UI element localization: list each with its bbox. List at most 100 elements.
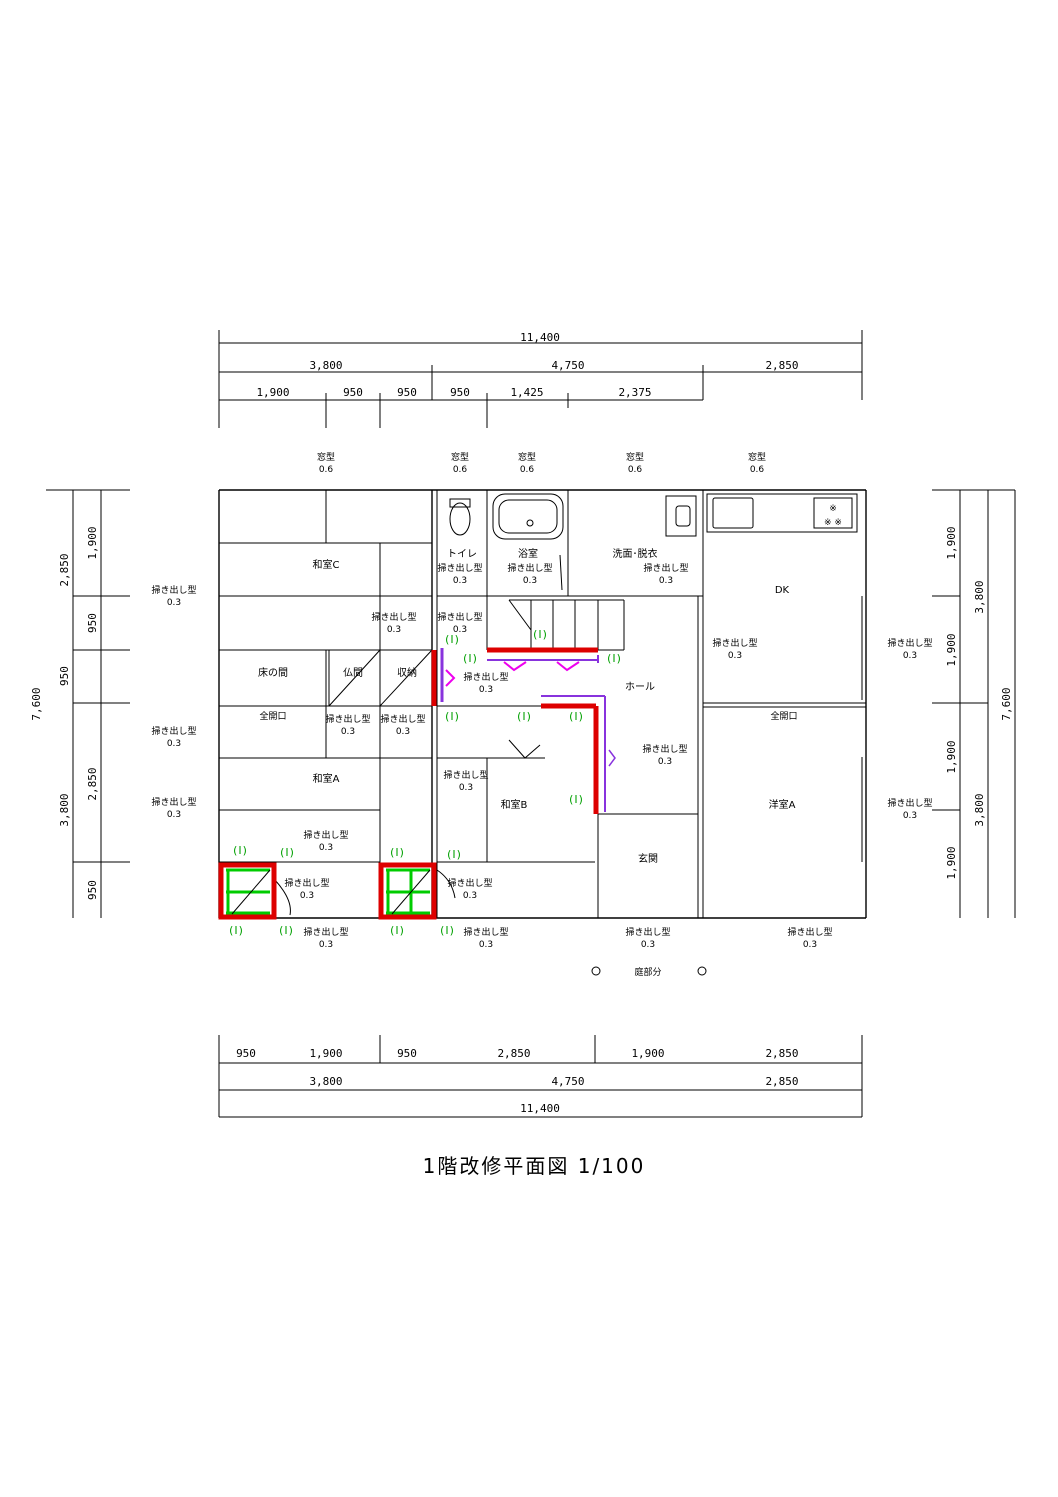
dim-bottom-total: 11,400: [520, 1102, 560, 1115]
svg-text:0.3: 0.3: [167, 810, 181, 820]
svg-text:※ ※: ※ ※: [824, 518, 842, 528]
svg-text:掃き出し型: 掃き出し型: [437, 562, 482, 574]
svg-text:0.3: 0.3: [300, 891, 314, 901]
drawing-title: 1階改修平面図 1/100: [423, 1154, 646, 1178]
svg-text:(Ⅰ): (Ⅰ): [389, 924, 406, 937]
dim-bottom-r1-d: 2,850: [497, 1047, 530, 1060]
dim-right-inner-d: 1,900: [945, 846, 958, 879]
dim-bottom-r2-c: 2,850: [765, 1075, 798, 1088]
room-bath: 浴室: [518, 547, 538, 560]
svg-text:掃き出し型: 掃き出し型: [787, 926, 832, 938]
dim-bottom-r2-a: 3,800: [309, 1075, 342, 1088]
reinforced-walls: [218, 647, 599, 920]
sweep-notes: 掃き出し型 0.3 掃き出し型 0.3 掃き出し型 0.3 掃き出し型 0.3 …: [151, 562, 932, 950]
room-hall: ホール: [625, 681, 655, 693]
dim-right-mid-a: 3,800: [973, 580, 986, 613]
svg-text:掃き出し型: 掃き出し型: [463, 926, 508, 938]
svg-text:(Ⅰ): (Ⅰ): [532, 628, 549, 641]
svg-text:0.3: 0.3: [903, 651, 917, 661]
svg-text:掃き出し型: 掃き出し型: [463, 671, 508, 683]
svg-text:(Ⅰ): (Ⅰ): [444, 710, 461, 723]
room-senmen: 洗面･脱衣: [613, 547, 658, 560]
niwa-markers: [591, 966, 707, 976]
door-diagonals: [231, 869, 431, 915]
dim-left-inner-b: 950: [86, 613, 99, 633]
svg-text:掃き出し型: 掃き出し型: [380, 713, 425, 725]
room-genkan: 玄関: [638, 852, 658, 865]
dim-left-mid-e: 3,800: [58, 793, 71, 826]
svg-text:(Ⅰ): (Ⅰ): [232, 844, 249, 857]
svg-text:掃き出し型: 掃き出し型: [303, 926, 348, 938]
svg-text:(Ⅰ): (Ⅰ): [228, 924, 245, 937]
svg-text:(Ⅰ): (Ⅰ): [462, 652, 479, 665]
dim-top-r2-f: 2,375: [618, 386, 651, 399]
dim-bottom-r2-b: 4,750: [551, 1075, 584, 1088]
svg-text:掃き出し型: 掃き出し型: [887, 797, 932, 809]
svg-text:※: ※: [829, 504, 837, 514]
dim-left-mid-d: 950: [86, 880, 99, 900]
svg-text:窓型: 窓型: [317, 451, 335, 463]
dim-bottom-r1-e: 1,900: [631, 1047, 664, 1060]
brace-frame-center: [378, 862, 437, 920]
room-zenkaiko-right: 全開口: [770, 710, 797, 722]
room-dk: DK: [775, 585, 790, 596]
dim-top-r2-e: 1,425: [510, 386, 543, 399]
svg-text:0.3: 0.3: [319, 940, 333, 950]
svg-text:(Ⅰ): (Ⅰ): [444, 633, 461, 646]
svg-text:0.3: 0.3: [387, 625, 401, 635]
svg-text:0.3: 0.3: [479, 685, 493, 695]
svg-text:0.3: 0.3: [659, 576, 673, 586]
dim-left-total: 7,600: [30, 687, 43, 720]
dim-left-inner-a: 1,900: [86, 526, 99, 559]
svg-text:掃き出し型: 掃き出し型: [447, 877, 492, 889]
svg-text:0.3: 0.3: [167, 739, 181, 749]
dim-left-mid-b: 950: [58, 666, 71, 686]
svg-text:掃き出し型: 掃き出し型: [371, 611, 416, 623]
svg-text:掃き出し型: 掃き出し型: [712, 637, 757, 649]
svg-text:0.3: 0.3: [903, 811, 917, 821]
svg-text:0.6: 0.6: [453, 465, 468, 475]
svg-text:0.3: 0.3: [453, 576, 467, 586]
svg-text:(Ⅰ): (Ⅰ): [606, 652, 623, 665]
dim-left-mid-a: 2,850: [58, 553, 71, 586]
left-dimension-lines: [46, 489, 130, 918]
dim-top-r2-b: 950: [343, 386, 363, 399]
svg-text:0.3: 0.3: [167, 598, 181, 608]
svg-text:0.6: 0.6: [750, 465, 765, 475]
svg-text:窓型: 窓型: [518, 451, 536, 463]
svg-text:掃き出し型: 掃き出し型: [284, 877, 329, 889]
svg-text:0.3: 0.3: [803, 940, 817, 950]
svg-text:掃き出し型: 掃き出し型: [151, 584, 196, 596]
dim-right-inner-b: 1,900: [945, 633, 958, 666]
kitchen-sink-fixture: ※ ※ ※: [706, 493, 858, 533]
svg-text:窓型: 窓型: [748, 451, 766, 463]
dim-bottom-r1-a: 950: [236, 1047, 256, 1060]
svg-text:0.3: 0.3: [658, 757, 672, 767]
dim-top-r1-c: 2,850: [765, 359, 798, 372]
label-niwa: 庭部分: [634, 966, 661, 978]
svg-text:掃き出し型: 掃き出し型: [625, 926, 670, 938]
svg-text:0.6: 0.6: [520, 465, 535, 475]
dim-right-total: 7,600: [1000, 687, 1013, 720]
svg-text:0.6: 0.6: [319, 465, 334, 475]
dim-right-inner-a: 1,900: [945, 526, 958, 559]
bathtub-fixture: [492, 493, 564, 540]
dim-top-r2-d: 950: [450, 386, 470, 399]
room-zenkaiko-left: 全開口: [259, 710, 286, 722]
svg-text:掃き出し型: 掃き出し型: [151, 796, 196, 808]
window-notes: 窓型 0.6 窓型 0.6 窓型 0.6 窓型 0.6 窓型 0.6: [317, 451, 766, 475]
svg-text:0.6: 0.6: [628, 465, 643, 475]
svg-text:掃き出し型: 掃き出し型: [887, 637, 932, 649]
dim-top-r1-a: 3,800: [309, 359, 342, 372]
svg-text:0.3: 0.3: [453, 625, 467, 635]
dim-right-mid-b: 3,800: [973, 793, 986, 826]
svg-text:0.3: 0.3: [459, 783, 473, 793]
svg-text:0.3: 0.3: [523, 576, 537, 586]
room-washitsu-a: 和室A: [313, 772, 340, 785]
svg-text:掃き出し型: 掃き出し型: [437, 611, 482, 623]
washbasin-fixture: [665, 495, 697, 537]
svg-text:掃き出し型: 掃き出し型: [325, 713, 370, 725]
svg-text:0.3: 0.3: [396, 727, 410, 737]
svg-text:(Ⅰ): (Ⅰ): [279, 846, 296, 859]
